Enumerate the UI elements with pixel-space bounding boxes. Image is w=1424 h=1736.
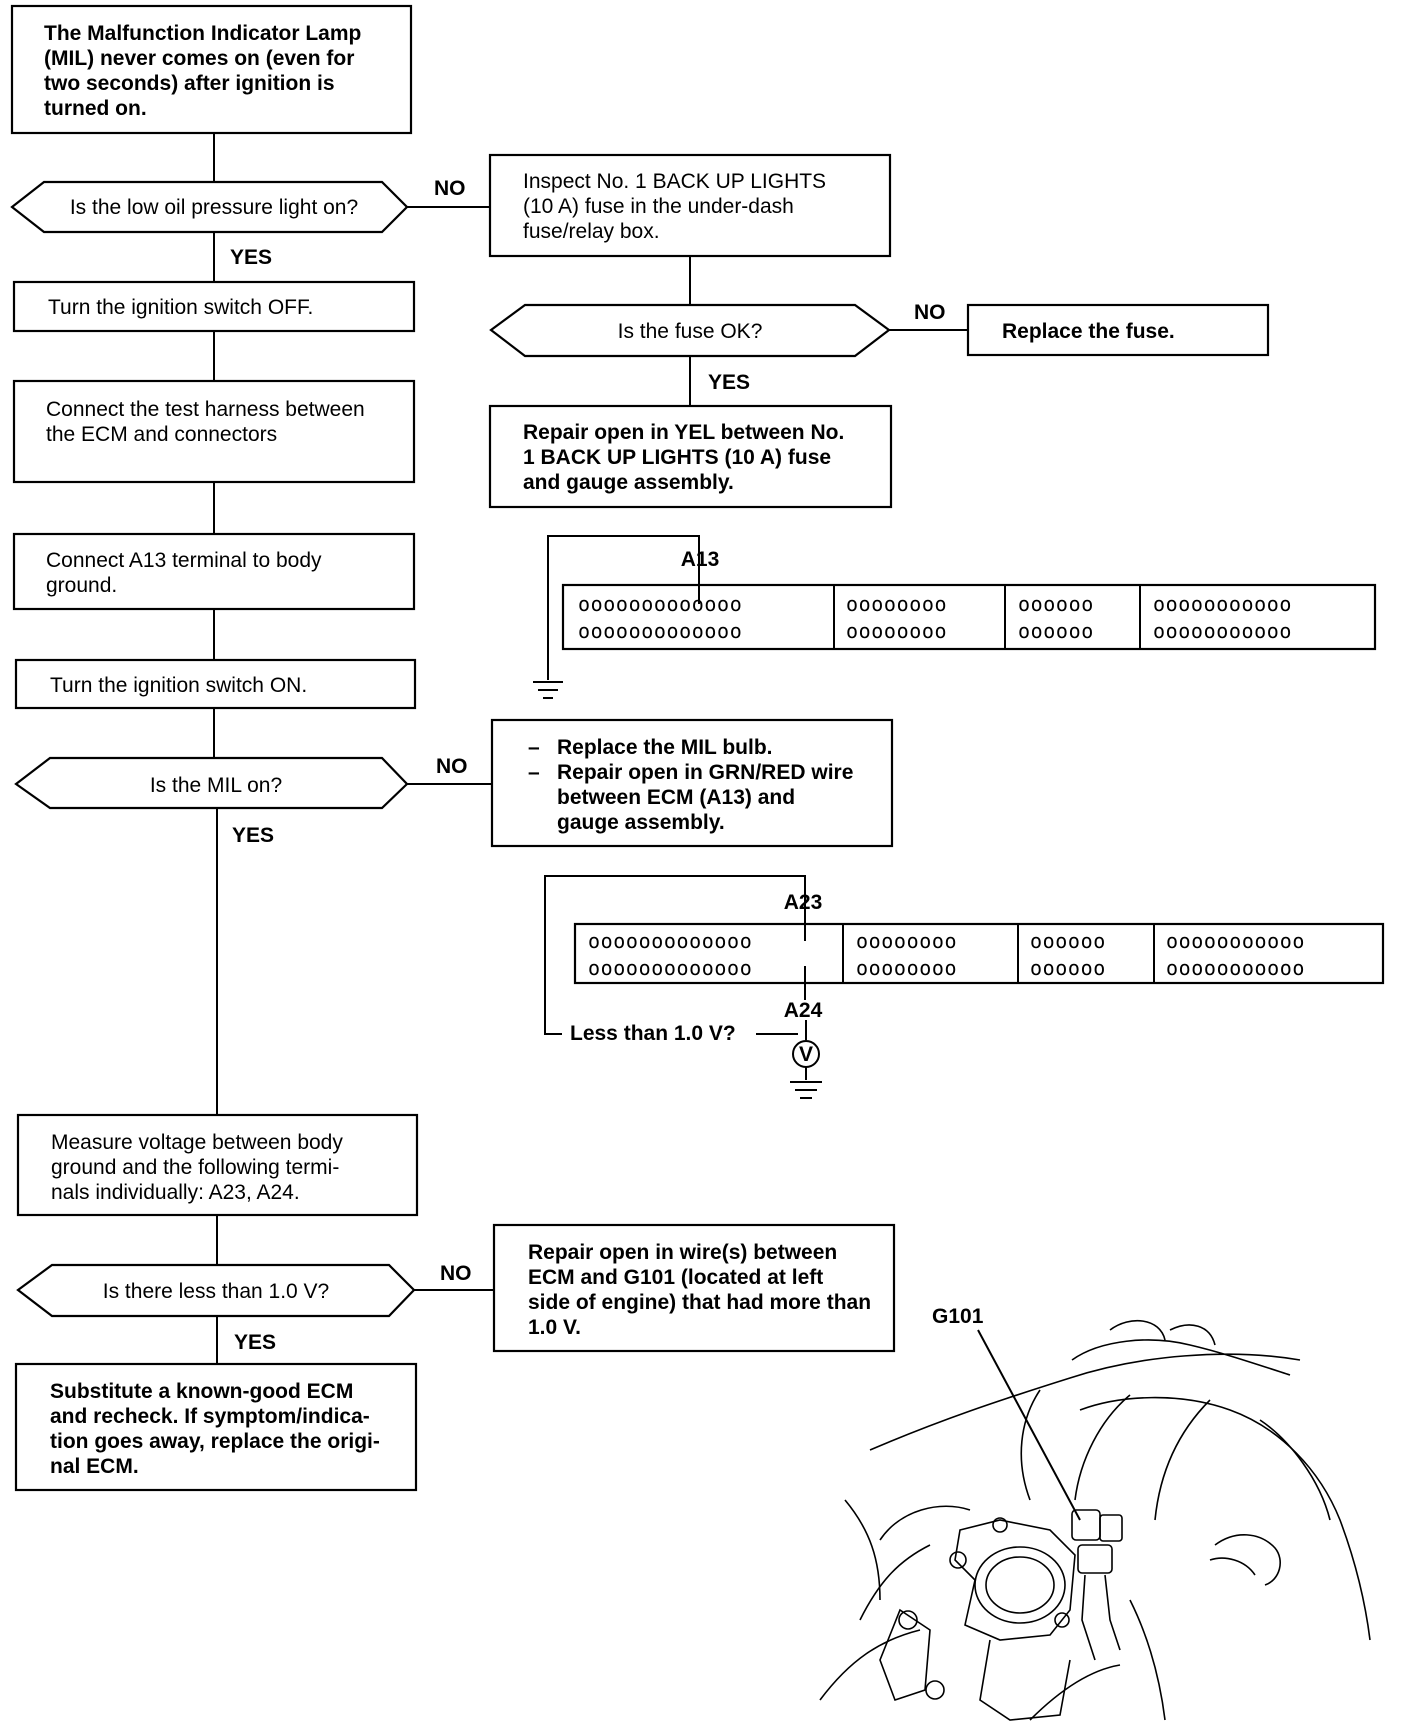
engine-drawing [819, 1319, 1371, 1721]
repair-mil-item-2-line-3: gauge assembly. [557, 811, 725, 834]
pin-row-1-group-3: oooooo [1018, 592, 1094, 616]
start-line-1: The Malfunction Indicator Lamp [44, 22, 361, 45]
pin2-row-1-group-4: ooooooooooo [1166, 929, 1305, 953]
no-label-fuse: NO [914, 301, 946, 324]
yes-label-mil: YES [232, 824, 274, 847]
connect-harness-line-2: the ECM and connectors [46, 423, 277, 446]
repair-g101-line-3: side of engine) that had more than [528, 1291, 871, 1314]
pin-row-1-group-1: ooooooooooooo [578, 592, 742, 616]
connect-harness-line-1: Connect the test harness between [46, 398, 365, 421]
ground-icon [533, 681, 563, 699]
ignition-on-text: Turn the ignition switch ON. [50, 674, 307, 697]
repair-mil-dash-1: – [528, 736, 540, 759]
inspect-fuse-line-1: Inspect No. 1 BACK UP LIGHTS [523, 170, 826, 193]
voltmeter-icon: V [792, 1040, 820, 1068]
measure-line-3: nals individually: A23, A24. [51, 1181, 300, 1204]
pin-row-1-group-4: ooooooooooo [1153, 592, 1292, 616]
terminal-label-a24: A24 [784, 999, 823, 1022]
substitute-line-2: and recheck. If symptom/indica- [50, 1405, 370, 1428]
substitute-ecm-box: Substitute a known-good ECM and recheck.… [14, 1362, 418, 1492]
connect-a13-box: Connect A13 terminal to body ground. [12, 532, 416, 611]
terminal-label-a23: A23 [784, 891, 823, 914]
yes-label-voltage: YES [234, 1331, 276, 1354]
measure-line-2: ground and the following termi- [51, 1156, 339, 1179]
ecm-connector-a13-diagram: ooooooooooooo ooooooooooooo oooooooo ooo… [533, 535, 1377, 699]
start-line-2: (MIL) never comes on (even for [44, 47, 354, 70]
flow-connectors [213, 133, 968, 1364]
replace-fuse-box: Replace the fuse. [966, 303, 1270, 357]
repair-yel-box: Repair open in YEL between No. 1 BACK UP… [488, 404, 893, 509]
repair-g101-line-4: 1.0 V. [528, 1316, 581, 1339]
repair-yel-line-3: and gauge assembly. [523, 471, 734, 494]
ignition-on-box: Turn the ignition switch ON. [14, 658, 417, 710]
ecm-connector-a23-a24-diagram: ooooooooooooo ooooooooooooo oooooooo ooo… [544, 875, 1385, 1099]
inspect-fuse-box: Inspect No. 1 BACK UP LIGHTS (10 A) fuse… [488, 153, 892, 258]
decision-voltage-text: Is there less than 1.0 V? [103, 1280, 329, 1303]
decision-fuse-ok-text: Is the fuse OK? [618, 320, 763, 343]
repair-yel-line-1: Repair open in YEL between No. [523, 421, 844, 444]
g101-label: G101 [932, 1305, 984, 1328]
repair-mil-item-2-line-2: between ECM (A13) and [557, 786, 795, 809]
pin-row-1-group-2: oooooooo [846, 592, 947, 616]
repair-yel-line-2: 1 BACK UP LIGHTS (10 A) fuse [523, 446, 831, 469]
pin2-row-2-group-1: ooooooooooooo [588, 956, 752, 980]
connect-a13-line-2: ground. [46, 574, 117, 597]
less-than-voltage-label: Less than 1.0 V? [570, 1022, 736, 1045]
repair-g101-box: Repair open in wire(s) between ECM and G… [492, 1223, 896, 1353]
repair-mil-dash-2: – [528, 761, 540, 784]
pin-row-2-group-1: ooooooooooooo [578, 619, 742, 643]
pin-row-2-group-3: oooooo [1018, 619, 1094, 643]
decision-oil-pressure-text: Is the low oil pressure light on? [70, 196, 358, 219]
pin2-row-1-group-2: oooooooo [856, 929, 957, 953]
no-label-voltage: NO [440, 1262, 472, 1285]
measure-line-1: Measure voltage between body [51, 1131, 343, 1154]
no-label-oil: NO [434, 177, 466, 200]
pin2-row-1-group-3: oooooo [1030, 929, 1106, 953]
start-line-3: two seconds) after ignition is [44, 72, 335, 95]
pin-row-2-group-4: ooooooooooo [1153, 619, 1292, 643]
measure-voltage-box: Measure voltage between body ground and … [16, 1113, 419, 1217]
inspect-fuse-line-3: fuse/relay box. [523, 220, 660, 243]
decision-oil-pressure: Is the low oil pressure light on? [10, 180, 409, 234]
substitute-line-1: Substitute a known-good ECM [50, 1380, 353, 1403]
repair-g101-line-1: Repair open in wire(s) between [528, 1241, 837, 1264]
repair-g101-line-2: ECM and G101 (located at left [528, 1266, 823, 1289]
pin2-row-1-group-1: ooooooooooooo [588, 929, 752, 953]
ignition-off-box: Turn the ignition switch OFF. [12, 280, 416, 333]
yes-label-oil: YES [230, 246, 272, 269]
repair-mil-box: – Replace the MIL bulb. – Repair open in… [490, 718, 894, 848]
decision-less-than-voltage: Is there less than 1.0 V? [16, 1263, 416, 1318]
no-label-mil: NO [436, 755, 468, 778]
substitute-line-4: nal ECM. [50, 1455, 139, 1478]
ignition-off-text: Turn the ignition switch OFF. [48, 296, 313, 319]
inspect-fuse-line-2: (10 A) fuse in the under-dash [523, 195, 794, 218]
pin2-row-2-group-2: oooooooo [856, 956, 957, 980]
repair-mil-item-1: Replace the MIL bulb. [557, 736, 772, 759]
pin2-row-2-group-4: ooooooooooo [1166, 956, 1305, 980]
g101-location-illustration: G101 [819, 1305, 1371, 1721]
decision-mil-on-text: Is the MIL on? [150, 774, 282, 797]
start-line-4: turned on. [44, 97, 147, 120]
decision-fuse-ok: Is the fuse OK? [489, 303, 891, 358]
replace-fuse-text: Replace the fuse. [1002, 320, 1175, 343]
pin2-row-2-group-3: oooooo [1030, 956, 1106, 980]
repair-mil-item-2-line-1: Repair open in GRN/RED wire [557, 761, 853, 784]
decision-mil-on: Is the MIL on? [14, 756, 409, 810]
connect-a13-line-1: Connect A13 terminal to body [46, 549, 322, 572]
yes-label-fuse: YES [708, 371, 750, 394]
start-box: The Malfunction Indicator Lamp (MIL) nev… [10, 4, 413, 135]
ground-icon [790, 1081, 822, 1099]
pin-row-2-group-2: oooooooo [846, 619, 947, 643]
voltmeter-symbol: V [799, 1043, 813, 1066]
connect-harness-box: Connect the test harness between the ECM… [12, 379, 416, 484]
substitute-line-3: tion goes away, replace the origi- [50, 1430, 380, 1453]
